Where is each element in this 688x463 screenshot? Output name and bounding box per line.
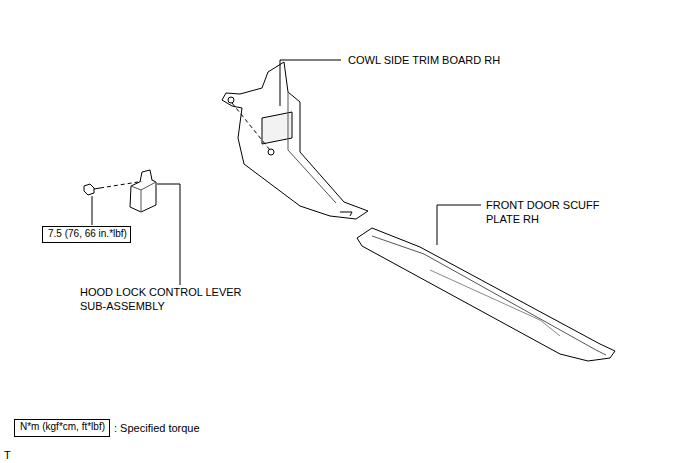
leader-line — [157, 184, 180, 285]
part-name: HOOD LOCK CONTROL LEVER SUB-ASSEMBLY — [80, 285, 265, 313]
part-name: COWL SIDE TRIM BOARD RH — [348, 53, 548, 67]
lever-hook — [140, 170, 152, 182]
scuff-edge — [372, 236, 606, 355]
bolt-symbol — [84, 184, 94, 195]
cowl-side-trim-board — [222, 62, 368, 219]
trim-tab — [340, 212, 352, 216]
node-text: 7.5 (76, 66 in.*lbf) — [48, 228, 125, 240]
legend-sample-box: N*m (kgf*cm, ft*lbf) — [14, 419, 110, 437]
scuff-groove — [430, 270, 560, 336]
trim-edge — [288, 92, 336, 203]
leader-line — [92, 196, 93, 225]
torque-box: 7.5 (76, 66 in.*lbf) — [42, 226, 131, 243]
hood-lock-control-lever — [130, 178, 156, 212]
figure-code: T — [4, 448, 24, 462]
trim-clip — [268, 149, 274, 155]
front-door-scuff-plate — [357, 228, 615, 361]
legend-text: : Specified torque — [114, 421, 200, 435]
install-line — [232, 103, 270, 150]
clip-hole — [228, 97, 234, 103]
leader-line — [280, 60, 341, 106]
leader-line — [437, 205, 481, 245]
install-line — [100, 182, 138, 188]
lever-edge — [131, 182, 156, 212]
node-text: N*m (kgf*cm, ft*lbf) — [20, 421, 104, 433]
bolt-shank — [94, 188, 100, 189]
part-name: FRONT DOOR SCUFF PLATE RH — [486, 198, 611, 226]
